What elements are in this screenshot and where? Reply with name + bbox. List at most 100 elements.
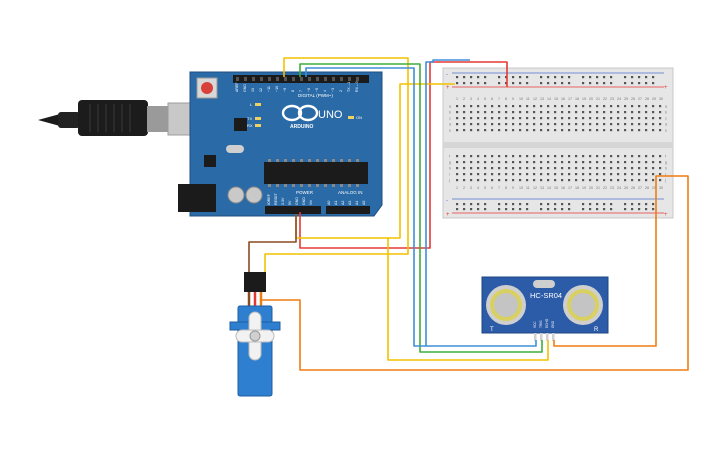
breadboard-hole[interactable]	[484, 179, 487, 182]
breadboard-hole[interactable]	[589, 82, 592, 85]
breadboard-hole[interactable]	[526, 129, 529, 132]
breadboard-hole[interactable]	[512, 173, 515, 176]
breadboard-hole[interactable]	[554, 117, 557, 120]
breadboard-hole[interactable]	[554, 173, 557, 176]
breadboard-hole[interactable]	[645, 155, 648, 158]
breadboard-hole[interactable]	[568, 203, 571, 206]
breadboard-hole[interactable]	[652, 76, 655, 79]
breadboard-hole[interactable]	[624, 82, 627, 85]
breadboard-hole[interactable]	[638, 208, 641, 211]
breadboard-hole[interactable]	[484, 105, 487, 108]
breadboard-hole[interactable]	[582, 117, 585, 120]
breadboard-hole[interactable]	[498, 167, 501, 170]
breadboard-hole[interactable]	[498, 161, 501, 164]
breadboard-hole[interactable]	[554, 123, 557, 126]
breadboard-hole[interactable]	[547, 208, 550, 211]
breadboard-hole[interactable]	[526, 117, 529, 120]
breadboard-hole[interactable]	[526, 105, 529, 108]
breadboard-hole[interactable]	[624, 173, 627, 176]
breadboard-hole[interactable]	[498, 117, 501, 120]
breadboard-hole[interactable]	[463, 173, 466, 176]
breadboard-hole[interactable]	[575, 129, 578, 132]
breadboard-hole[interactable]	[526, 173, 529, 176]
breadboard-hole[interactable]	[596, 76, 599, 79]
breadboard-hole[interactable]	[491, 155, 494, 158]
breadboard-hole[interactable]	[540, 208, 543, 211]
breadboard-hole[interactable]	[470, 123, 473, 126]
breadboard-hole[interactable]	[652, 173, 655, 176]
breadboard-hole[interactable]	[652, 111, 655, 114]
breadboard-hole[interactable]	[477, 82, 480, 85]
breadboard-hole[interactable]	[554, 161, 557, 164]
breadboard-hole[interactable]	[526, 155, 529, 158]
breadboard-hole[interactable]	[547, 173, 550, 176]
breadboard-hole[interactable]	[477, 167, 480, 170]
breadboard-hole[interactable]	[645, 129, 648, 132]
breadboard-hole[interactable]	[596, 82, 599, 85]
breadboard-hole[interactable]	[589, 203, 592, 206]
breadboard-hole[interactable]	[645, 76, 648, 79]
breadboard-hole[interactable]	[589, 179, 592, 182]
breadboard-hole[interactable]	[624, 203, 627, 206]
breadboard-hole[interactable]	[624, 76, 627, 79]
breadboard-hole[interactable]	[512, 111, 515, 114]
breadboard-hole[interactable]	[526, 111, 529, 114]
breadboard-hole[interactable]	[645, 111, 648, 114]
breadboard-hole[interactable]	[456, 173, 459, 176]
breadboard-hole[interactable]	[456, 161, 459, 164]
breadboard-hole[interactable]	[505, 111, 508, 114]
breadboard-hole[interactable]	[582, 208, 585, 211]
breadboard-hole[interactable]	[512, 167, 515, 170]
breadboard-hole[interactable]	[505, 179, 508, 182]
breadboard-hole[interactable]	[498, 203, 501, 206]
breadboard-hole[interactable]	[568, 82, 571, 85]
breadboard-hole[interactable]	[596, 167, 599, 170]
breadboard-hole[interactable]	[603, 76, 606, 79]
breadboard-hole[interactable]	[575, 179, 578, 182]
breadboard-hole[interactable]	[533, 161, 536, 164]
breadboard-hole[interactable]	[652, 117, 655, 120]
breadboard-hole[interactable]	[659, 117, 662, 120]
breadboard-hole[interactable]	[512, 203, 515, 206]
breadboard-hole[interactable]	[624, 179, 627, 182]
breadboard-hole[interactable]	[547, 82, 550, 85]
breadboard-hole[interactable]	[456, 76, 459, 79]
breadboard-hole[interactable]	[533, 123, 536, 126]
breadboard-hole[interactable]	[582, 161, 585, 164]
breadboard-hole[interactable]	[645, 173, 648, 176]
breadboard-hole[interactable]	[624, 208, 627, 211]
breadboard-hole[interactable]	[512, 179, 515, 182]
breadboard-hole[interactable]	[568, 155, 571, 158]
breadboard-hole[interactable]	[540, 76, 543, 79]
breadboard-hole[interactable]	[554, 155, 557, 158]
breadboard-hole[interactable]	[645, 179, 648, 182]
breadboard-hole[interactable]	[610, 155, 613, 158]
breadboard-hole[interactable]	[533, 179, 536, 182]
breadboard-hole[interactable]	[484, 129, 487, 132]
breadboard-hole[interactable]	[631, 203, 634, 206]
breadboard-hole[interactable]	[596, 105, 599, 108]
breadboard-hole[interactable]	[519, 155, 522, 158]
breadboard-hole[interactable]	[603, 173, 606, 176]
breadboard-hole[interactable]	[526, 76, 529, 79]
breadboard-hole[interactable]	[624, 167, 627, 170]
breadboard-hole[interactable]	[491, 117, 494, 120]
breadboard-hole[interactable]	[547, 155, 550, 158]
breadboard-hole[interactable]	[512, 76, 515, 79]
breadboard-hole[interactable]	[526, 179, 529, 182]
ultrasonic-sensor[interactable]: HC-SR04 T R VCC TRIG ECHO GND	[481, 276, 609, 341]
breadboard-hole[interactable]	[617, 123, 620, 126]
breadboard-hole[interactable]	[470, 111, 473, 114]
breadboard-hole[interactable]	[631, 129, 634, 132]
breadboard-hole[interactable]	[610, 123, 613, 126]
breadboard-hole[interactable]	[645, 82, 648, 85]
breadboard-hole[interactable]	[498, 82, 501, 85]
breadboard-hole[interactable]	[463, 76, 466, 79]
breadboard-hole[interactable]	[505, 123, 508, 126]
breadboard-hole[interactable]	[589, 129, 592, 132]
breadboard-hole[interactable]	[505, 105, 508, 108]
breadboard-hole[interactable]	[638, 105, 641, 108]
breadboard-hole[interactable]	[582, 76, 585, 79]
breadboard-hole[interactable]	[505, 129, 508, 132]
breadboard-hole[interactable]	[463, 123, 466, 126]
